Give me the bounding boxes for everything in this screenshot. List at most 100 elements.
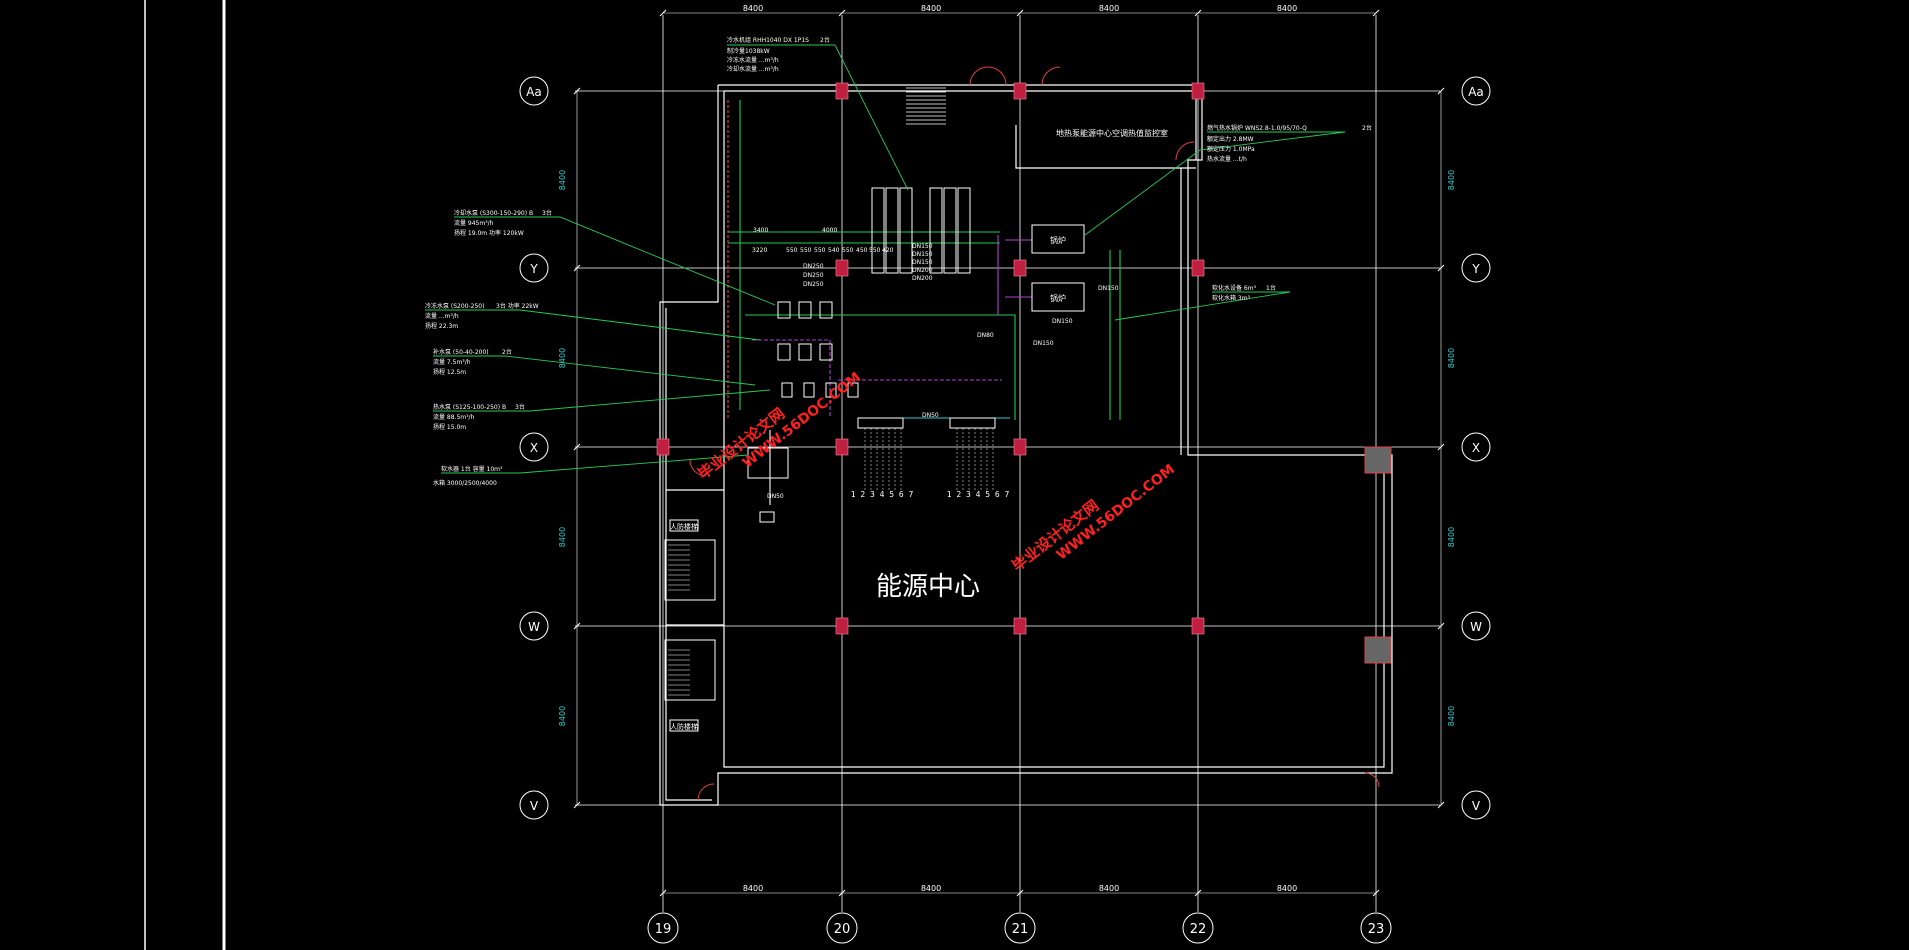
column-axis-20: 20 bbox=[826, 912, 858, 944]
top-bay-dim: 8400 bbox=[743, 4, 763, 13]
callout-line: 流量 ...m³/h bbox=[425, 312, 459, 320]
axis-label: X bbox=[1472, 441, 1480, 455]
callout-line: 额定压力 1.0MPa bbox=[1207, 145, 1255, 153]
chiller-shell bbox=[871, 187, 885, 274]
pipe-size-label: DN150 bbox=[912, 243, 933, 250]
pipe-dim: 3220 bbox=[752, 247, 767, 254]
pipe-size-label: DN250 bbox=[803, 263, 824, 270]
watermark-1: 毕业设计论文网 WWW.56DOC.COM bbox=[694, 369, 864, 483]
leader-water-softener bbox=[1114, 291, 1291, 321]
stair-label-box bbox=[669, 719, 699, 732]
boiler-label: 锅炉 bbox=[1050, 293, 1066, 303]
manifold-supply bbox=[857, 417, 904, 429]
pump bbox=[819, 343, 833, 361]
row-axis-w-left: W bbox=[519, 611, 549, 641]
side-bay-dim-right: 8400 bbox=[1447, 706, 1456, 726]
callout-line: 扬程 22.3m bbox=[425, 322, 458, 330]
pipe-size-label: DN150 bbox=[1098, 285, 1119, 292]
stair-enclosure bbox=[664, 539, 716, 601]
pipe-size-label: DN200 bbox=[912, 267, 933, 274]
door-swing bbox=[1175, 141, 1195, 161]
side-bay-dim-left: 8400 bbox=[558, 170, 567, 190]
column bbox=[835, 259, 849, 277]
leader-chilled-pump bbox=[425, 309, 761, 341]
callout-chilled-pump: 冷冻水泵 (S200-250) 3台 功率 22kW 流量 ...m³/h 扬程… bbox=[425, 302, 539, 330]
pipe-dim: 540 bbox=[828, 247, 840, 254]
side-bay-dim-left: 8400 bbox=[558, 348, 567, 368]
dim-tick bbox=[573, 87, 581, 95]
callout-title: 冷冻水泵 (S200-250) bbox=[425, 302, 484, 310]
callout-line: 流量 7.5m³/h bbox=[433, 358, 471, 366]
callout-chiller: 冷水机组 RHH1040 DX 1P1S 2台 制冷量1038kW 冷冻水流量 … bbox=[727, 36, 830, 73]
pipe-dim: 4000 bbox=[822, 227, 837, 234]
chiller-shell bbox=[943, 187, 957, 274]
column-axis-23: 23 bbox=[1360, 912, 1392, 944]
pipe-size-label: DN250 bbox=[803, 281, 824, 288]
manifold-a-numbers: 1 2 3 4 5 6 7 bbox=[851, 490, 914, 499]
row-axis-v-left: V bbox=[519, 790, 549, 820]
interior-wall bbox=[723, 91, 1385, 768]
row-axis-y-right: Y bbox=[1461, 253, 1491, 283]
pump bbox=[847, 382, 859, 398]
pipe-size-label: DN150 bbox=[912, 259, 933, 266]
column bbox=[1013, 259, 1027, 277]
bottom-bay-dim: 8400 bbox=[1277, 884, 1297, 893]
pipe-dim: 550 bbox=[786, 247, 798, 254]
row-axis-w-right: W bbox=[1461, 611, 1491, 641]
column bbox=[1013, 438, 1027, 456]
callout-softener: 软水器 1台 容量 10m³ 水箱 3000/2500/4000 bbox=[433, 465, 503, 487]
callout-title: 补水泵 (50-40-200) bbox=[433, 348, 489, 356]
callout-hot-pump: 热水泵 (S125-100-250) B 3台 流量 88.5m³/h 扬程 1… bbox=[433, 403, 525, 431]
axis-label: 22 bbox=[1190, 922, 1207, 937]
pipework bbox=[727, 100, 1121, 505]
leader-softener bbox=[441, 454, 749, 474]
dim-tick bbox=[573, 264, 581, 272]
axis-grid bbox=[575, 15, 1440, 912]
dim-tick bbox=[1194, 889, 1202, 897]
dimension-lines bbox=[573, 9, 1445, 897]
axis-label: W bbox=[528, 620, 540, 634]
pipe-size-label: DN150 bbox=[912, 251, 933, 258]
dim-tick bbox=[1437, 622, 1445, 630]
dim-tick bbox=[1372, 9, 1380, 17]
callout-line: 水箱 3000/2500/4000 bbox=[433, 479, 497, 487]
column-large bbox=[1364, 446, 1392, 474]
callout-title: 软水器 1台 容量 10m³ bbox=[441, 465, 503, 473]
dim-tick bbox=[1016, 889, 1024, 897]
row-axis-v-right: V bbox=[1461, 790, 1491, 820]
pipe-dim: 550 bbox=[814, 247, 826, 254]
axis-label: 19 bbox=[655, 922, 672, 937]
dim-tick bbox=[573, 801, 581, 809]
pipe-size-label: DN80 bbox=[977, 332, 994, 339]
dim-tick bbox=[573, 622, 581, 630]
callout-title: 冷却水泵 (S300-150-290) B bbox=[454, 209, 533, 217]
door-swing bbox=[1364, 772, 1380, 788]
callout-line: 热水流量 ...t/h bbox=[1207, 155, 1247, 163]
axis-label: Y bbox=[1471, 262, 1480, 276]
dim-tick bbox=[1194, 9, 1202, 17]
callout-qty: 2台 bbox=[1362, 124, 1372, 132]
pump bbox=[777, 301, 791, 319]
axis-label: Aa bbox=[1468, 85, 1484, 99]
pump bbox=[798, 343, 812, 361]
axis-label: Aa bbox=[526, 85, 542, 99]
column bbox=[656, 438, 670, 456]
callout-line: 软化水箱 3m³ bbox=[1212, 294, 1251, 302]
callout-title: 软化水设备 6m³ bbox=[1212, 284, 1257, 292]
callout-line: 扬程 12.5m bbox=[433, 368, 466, 376]
boiler-b: 锅炉 bbox=[1031, 282, 1085, 312]
bottom-bay-dim: 8400 bbox=[1099, 884, 1119, 893]
pipe-size-label: DN50 bbox=[922, 412, 939, 419]
callout-qty: 3台 bbox=[542, 209, 552, 217]
side-bay-dim-right: 8400 bbox=[1447, 527, 1456, 547]
top-bay-dim: 8400 bbox=[1277, 4, 1297, 13]
stair-label: 人防楼梯 bbox=[670, 522, 698, 531]
pipe-dim: 420 bbox=[882, 247, 894, 254]
chiller-shell bbox=[885, 187, 899, 274]
callout-cooling-pump: 冷却水泵 (S300-150-290) B 3台 流量 945m³/h 扬程 1… bbox=[454, 209, 552, 237]
dim-tick bbox=[1437, 87, 1445, 95]
column-axis-22: 22 bbox=[1182, 912, 1214, 944]
callout-line: 流量 88.5m³/h bbox=[433, 413, 475, 421]
dim-tick bbox=[659, 9, 667, 17]
callout-water-softener: 软化水设备 6m³ 1台 软化水箱 3m³ bbox=[1212, 284, 1276, 302]
